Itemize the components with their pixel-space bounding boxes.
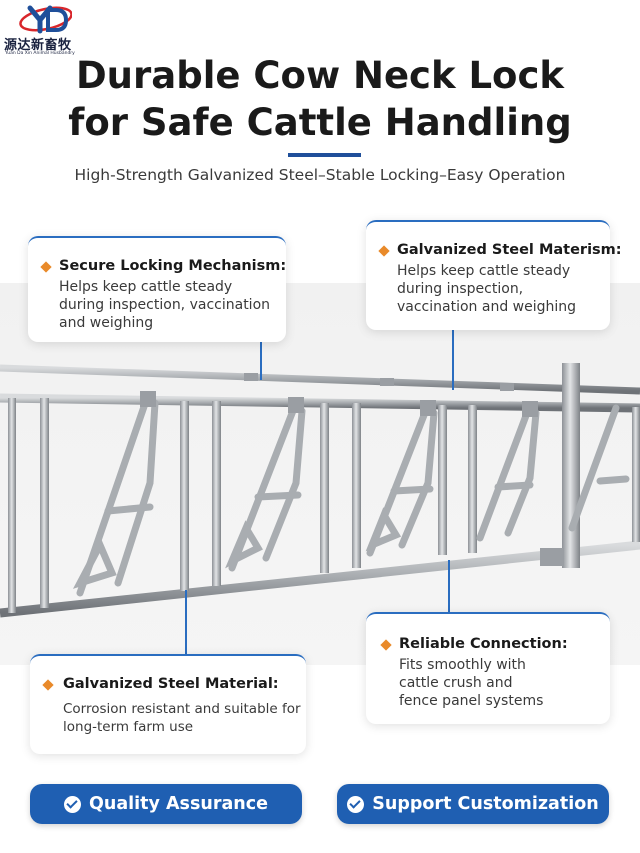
support-customization-button[interactable]: Support Customization xyxy=(337,784,609,824)
check-circle-icon xyxy=(347,795,365,813)
bullet-diamond-icon xyxy=(42,679,54,691)
connector-line xyxy=(185,590,187,656)
brand-name-en: Yuan Da Xin Animal Husbandry xyxy=(5,51,75,56)
bullet-diamond-icon xyxy=(378,245,390,257)
title-underline xyxy=(288,153,361,157)
brand-name-cn: 源达新畜牧 xyxy=(4,38,72,53)
feature-title: Galvanized Steel Materism: xyxy=(397,242,622,258)
feature-card-reliable-connection: Reliable Connection: Fits smoothly with … xyxy=(366,612,610,724)
button-label: Support Customization xyxy=(372,794,599,814)
connector-line xyxy=(452,330,454,390)
neck-lock-illustration xyxy=(0,363,640,618)
feature-description: Fits smoothly with cattle crush and fenc… xyxy=(399,657,544,709)
page-subtitle: High-Strength Galvanized Steel–Stable Lo… xyxy=(74,166,566,184)
brand-logo: 源达新畜牧 Yuan Da Xin Animal Husbandry xyxy=(2,4,86,56)
feature-card-galvanized-materism: Galvanized Steel Materism: Helps keep ca… xyxy=(366,220,622,330)
quality-assurance-button[interactable]: Quality Assurance xyxy=(30,784,302,824)
product-photo xyxy=(0,283,640,665)
check-circle-icon xyxy=(64,795,81,813)
page-title: Durable Cow Neck Lock for Safe Cattle Ha… xyxy=(0,52,640,146)
connector-line xyxy=(448,560,450,612)
bullet-diamond-icon xyxy=(380,639,392,651)
feature-description: Helps keep cattle steady during inspecti… xyxy=(59,279,271,331)
feature-card-galvanized-material: Galvanized Steel Material: Corrosion res… xyxy=(30,654,306,754)
button-label: Quality Assurance xyxy=(89,794,268,814)
connector-line xyxy=(260,340,262,380)
feature-card-secure-locking: Secure Locking Mechanism: Helps keep cat… xyxy=(28,236,286,342)
feature-title: Secure Locking Mechanism: xyxy=(59,258,287,274)
feature-title: Reliable Connection: xyxy=(399,636,568,652)
feature-description: Helps keep cattle steady during inspecti… xyxy=(397,263,577,315)
title-line-2: for Safe Cattle Handling xyxy=(68,101,572,144)
feature-title: Galvanized Steel Material: xyxy=(63,676,279,692)
bullet-diamond-icon xyxy=(40,261,52,273)
feature-description: Corrosion resistant and suitable for lon… xyxy=(63,701,301,735)
yd-logo-icon xyxy=(19,5,72,34)
title-line-1: Durable Cow Neck Lock xyxy=(75,54,565,97)
